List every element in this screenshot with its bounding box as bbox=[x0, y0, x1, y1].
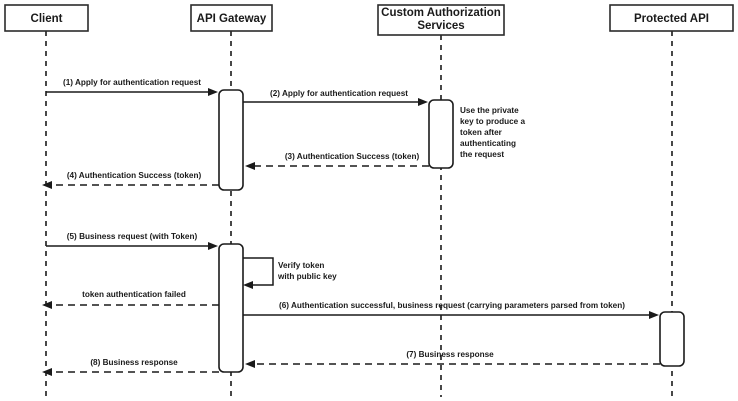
message-7-arrowhead bbox=[245, 360, 255, 368]
participant-box-client[interactable] bbox=[4, 4, 89, 32]
participant-label-api-gateway: API Gateway bbox=[197, 13, 267, 25]
activation-bar-api-gateway-business bbox=[218, 243, 244, 373]
activations-layer bbox=[218, 89, 685, 373]
participant-label-custom-authorization-services-line1: Custom Authorization bbox=[381, 7, 501, 19]
note-private-key: Use the private key to produce a token a… bbox=[460, 106, 526, 159]
message-self-verify-token[interactable]: Verify token with public key bbox=[243, 257, 337, 289]
message-2-arrowhead bbox=[418, 98, 428, 106]
message-1-label: (1) Apply for authentication request bbox=[63, 78, 201, 87]
message-self-verify-token-arrowhead bbox=[243, 281, 253, 289]
message-3-label: (3) Authentication Success (token) bbox=[285, 152, 420, 161]
messages-layer: (1) Apply for authentication request (2)… bbox=[42, 78, 660, 376]
message-5[interactable]: (5) Business request (with Token) bbox=[46, 232, 218, 250]
message-7-label: (7) Business response bbox=[406, 350, 494, 359]
note-private-key-line-5: the request bbox=[460, 150, 504, 159]
notes-layer: Use the private key to produce a token a… bbox=[460, 106, 526, 159]
message-token-authentication-failed-arrowhead bbox=[42, 301, 52, 309]
message-6-arrowhead bbox=[649, 311, 659, 319]
note-private-key-line-3: token after bbox=[460, 128, 503, 137]
message-2[interactable]: (2) Apply for authentication request bbox=[243, 89, 428, 106]
note-private-key-line-1: Use the private bbox=[460, 106, 519, 115]
message-self-verify-token-label-line1: Verify token bbox=[278, 261, 324, 270]
message-token-authentication-failed[interactable]: token authentication failed bbox=[42, 290, 219, 309]
participant-api-gateway[interactable]: API Gateway bbox=[190, 4, 273, 32]
message-4-label: (4) Authentication Success (token) bbox=[67, 171, 202, 180]
participant-box-api-gateway[interactable] bbox=[190, 4, 273, 32]
participant-label-custom-authorization-services-line2: Services bbox=[417, 20, 464, 32]
message-6-label: (6) Authentication successful, business … bbox=[279, 301, 625, 310]
message-token-authentication-failed-label: token authentication failed bbox=[82, 290, 186, 299]
message-2-label: (2) Apply for authentication request bbox=[270, 89, 408, 98]
message-3-arrowhead bbox=[245, 162, 255, 170]
message-5-label: (5) Business request (with Token) bbox=[67, 232, 198, 241]
message-4[interactable]: (4) Authentication Success (token) bbox=[42, 171, 219, 189]
activation-bar-api-gateway-auth bbox=[218, 89, 244, 191]
message-self-verify-token-label-line2: with public key bbox=[277, 272, 337, 281]
message-6[interactable]: (6) Authentication successful, business … bbox=[243, 301, 659, 319]
message-self-verify-token-line bbox=[243, 257, 274, 286]
message-8-label: (8) Business response bbox=[90, 358, 178, 367]
participant-box-protected-api[interactable] bbox=[609, 4, 734, 32]
participant-custom-authorization-services[interactable]: Custom Authorization Services bbox=[377, 4, 505, 36]
activation-bar-protected-api bbox=[659, 311, 685, 367]
message-1-arrowhead bbox=[208, 88, 218, 96]
activation-bar-custom-authorization-services bbox=[428, 99, 454, 169]
participant-label-protected-api: Protected API bbox=[634, 13, 709, 25]
message-5-arrowhead bbox=[208, 242, 218, 250]
participant-box-custom-authorization-services[interactable] bbox=[377, 4, 505, 36]
note-private-key-line-2: key to produce a bbox=[460, 117, 526, 126]
message-7[interactable]: (7) Business response bbox=[245, 350, 660, 368]
message-1[interactable]: (1) Apply for authentication request bbox=[46, 78, 218, 96]
participant-protected-api[interactable]: Protected API bbox=[609, 4, 734, 32]
message-8[interactable]: (8) Business response bbox=[42, 358, 219, 376]
participant-label-client: Client bbox=[31, 13, 63, 25]
participants-layer: Client API Gateway Custom Authorization … bbox=[4, 4, 734, 36]
message-3[interactable]: (3) Authentication Success (token) bbox=[245, 152, 429, 170]
note-private-key-line-4: authenticating bbox=[460, 139, 516, 148]
message-8-arrowhead bbox=[42, 368, 52, 376]
message-4-arrowhead bbox=[42, 181, 52, 189]
participant-client[interactable]: Client bbox=[4, 4, 89, 32]
